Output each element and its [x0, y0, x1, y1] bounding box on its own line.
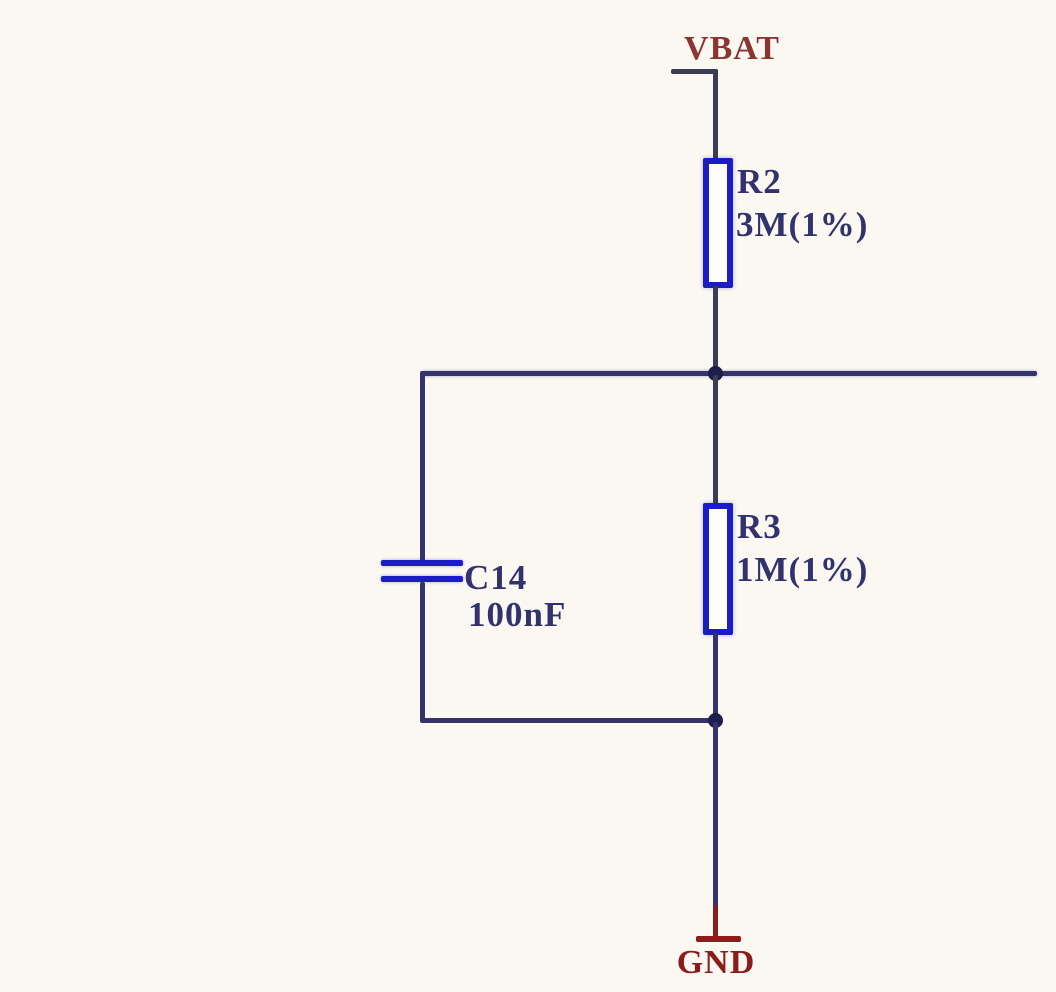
- junction-dot-bottom: [708, 713, 723, 728]
- wire-vbat-to-r2[interactable]: [713, 69, 718, 162]
- wire-return-horizontal[interactable]: [422, 718, 717, 723]
- capacitor-c14-value[interactable]: 100nF: [468, 595, 567, 634]
- wire-r3-to-junction[interactable]: [713, 633, 718, 722]
- resistor-r3-value[interactable]: 1M(1%): [736, 550, 869, 589]
- capacitor-c14-bottom-plate[interactable]: [381, 576, 463, 582]
- capacitor-c14-refdes[interactable]: C14: [464, 558, 528, 597]
- gnd-symbol-bar[interactable]: [696, 936, 741, 942]
- resistor-r2-refdes[interactable]: R2: [737, 162, 782, 201]
- wire-r2-to-junction[interactable]: [713, 286, 718, 375]
- resistor-r2-body[interactable]: [703, 158, 733, 288]
- gnd-wire-stub[interactable]: [713, 905, 718, 938]
- wire-junction-to-gnd[interactable]: [713, 722, 718, 908]
- wire-junction-to-r3[interactable]: [713, 375, 718, 505]
- junction-dot-top: [708, 366, 723, 381]
- capacitor-c14-top-plate[interactable]: [381, 560, 463, 566]
- wire-net-to-cap-top[interactable]: [420, 371, 425, 563]
- vbat-wire-horizontal[interactable]: [671, 69, 718, 74]
- wire-cap-bottom-to-return[interactable]: [420, 582, 425, 723]
- resistor-r2-value[interactable]: 3M(1%): [736, 205, 869, 244]
- resistor-r3-refdes[interactable]: R3: [737, 507, 782, 546]
- resistor-r3-body[interactable]: [703, 503, 733, 635]
- vbat-power-port-label[interactable]: VBAT: [684, 30, 780, 67]
- wire-divider-net-horizontal[interactable]: [422, 371, 1037, 376]
- gnd-power-port-label[interactable]: GND: [676, 944, 756, 981]
